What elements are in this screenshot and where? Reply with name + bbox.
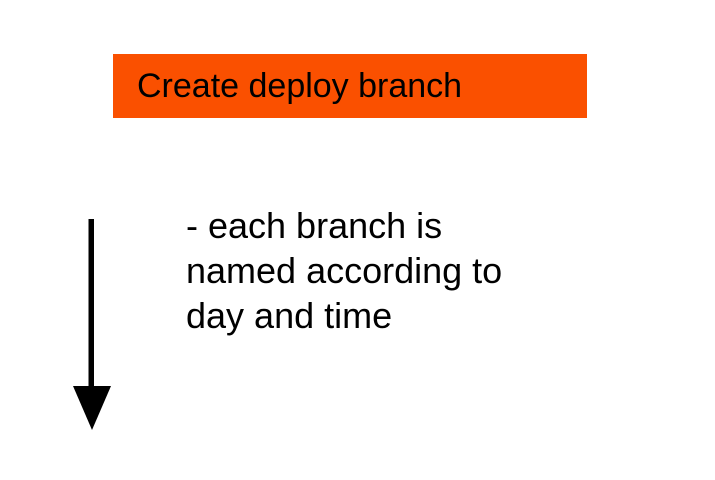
page-title: Create deploy branch <box>137 67 463 105</box>
body-line-3: day and time <box>186 295 393 336</box>
body-text-block: - each branch is named according to day … <box>186 203 606 338</box>
arrow-down-icon <box>70 215 114 435</box>
body-line-1: - each branch is <box>186 205 443 246</box>
title-banner: Create deploy branch <box>113 54 587 118</box>
arrow-down-glyph <box>73 219 111 430</box>
body-line-2: named according to <box>186 250 503 291</box>
